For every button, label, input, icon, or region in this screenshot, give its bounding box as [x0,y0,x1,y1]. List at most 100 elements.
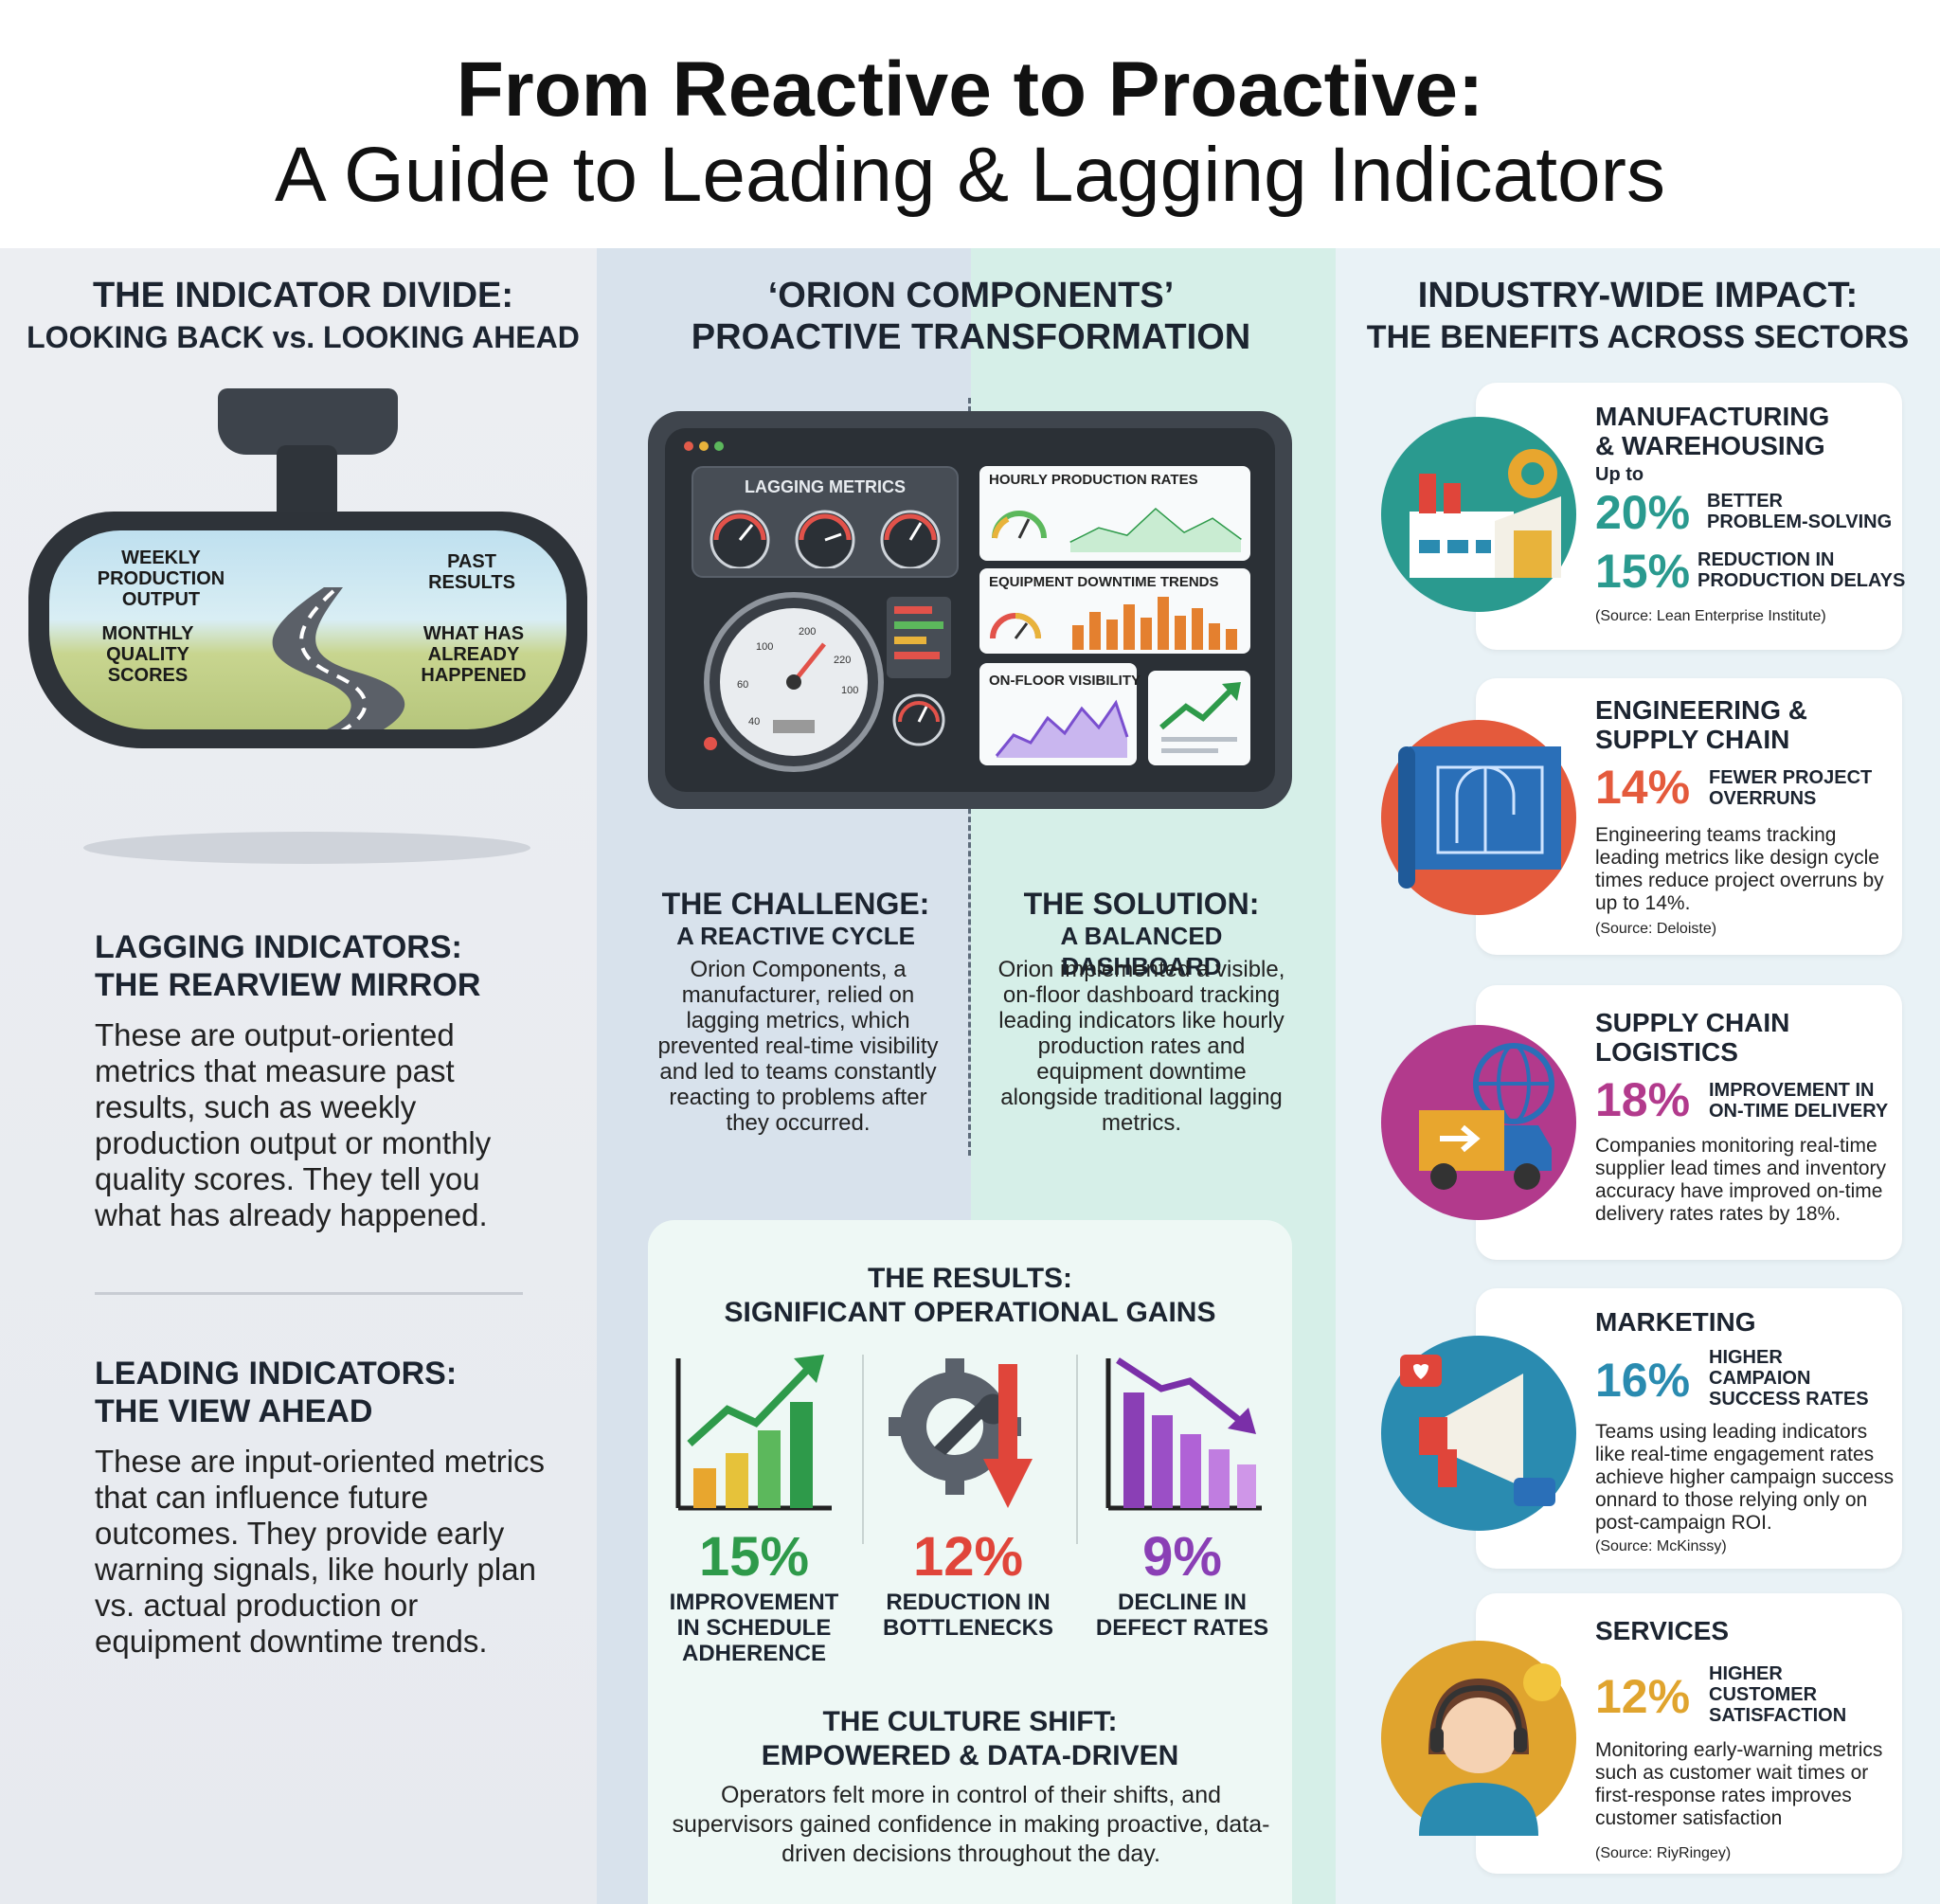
rearview-mirror-illustration: WEEKLY PRODUCTION OUTPUT PAST RESULTS MO… [28,388,587,786]
card1-pct1: 20% [1595,486,1691,539]
blueprint-icon [1381,720,1576,915]
card3-title: SUPPLY CHAIN LOGISTICS [1595,1008,1790,1067]
trend-up-arrow-icon [1159,682,1241,753]
gear-wrench-icon [889,1358,1033,1508]
mirror-label-monthly: MONTHLY QUALITY SCORES [101,623,194,686]
card4-body: Teams using leading indicators like real… [1595,1421,1895,1534]
results-separator-1 [862,1355,864,1544]
hourly-production-chart-icon [992,508,1242,552]
mirror-mount-icon [218,388,398,455]
card2-pct1: 14% [1595,761,1691,814]
left-heading: THE INDICATOR DIVIDE: LOOKING BACK vs. L… [19,275,587,358]
card1-upto: Up to [1595,464,1644,485]
solution-text: Orion implemented a visible, on-floor da… [997,957,1285,1136]
solution-heading: THE SOLUTION: A BALANCED DASHBOARD [985,887,1298,981]
card5-title: SERVICES [1595,1616,1730,1645]
culture-heading-line2: EMPOWERED & DATA-DRIVEN [761,1740,1179,1771]
card4-pct1: 16% [1595,1354,1691,1407]
svg-text:100: 100 [756,641,773,653]
svg-text:40: 40 [748,716,760,727]
mirror-glass-icon [49,530,566,729]
card5-body: Monitoring early-warning metrics such as… [1595,1739,1883,1829]
svg-text:100: 100 [841,685,858,696]
result-pct-3: 9% [1142,1526,1222,1588]
card3-body: Companies monitoring real-time supplier … [1595,1135,1887,1225]
leading-text: These are input-oriented metrics that ca… [95,1444,546,1659]
svg-text:200: 200 [799,626,816,638]
page-subtitle: A Guide to Leading & Lagging Indicators [275,132,1665,218]
right-heading-line2: THE BENEFITS ACROSS SECTORS [1366,319,1910,355]
middle-heading: ‘ORION COMPONENTS’ PROACTIVE TRANSFORMAT… [625,275,1317,358]
svg-text:220: 220 [834,655,851,666]
solution-heading-line1: THE SOLUTION: [1023,887,1260,921]
card1-title: MANUFACTURING & WAREHOUSING [1595,402,1830,460]
card1-pct2-label: REDUCTION IN PRODUCTION DELAYS [1698,549,1906,591]
result-pct-1: 15% [698,1526,810,1588]
challenge-heading-line1: THE CHALLENGE: [661,887,930,921]
support-agent-icon [1381,1641,1576,1836]
lagging-text: These are output-oriented metrics that m… [95,1017,492,1232]
middle-heading-line2: PROACTIVE TRANSFORMATION [691,317,1251,357]
leading-heading: LEADING INDICATORS: THE VIEW AHEAD [95,1355,457,1430]
lagging-heading-line2: THE REARVIEW MIRROR [95,967,481,1003]
leading-heading-line1: LEADING INDICATORS: [95,1356,458,1392]
card4-title: MARKETING [1595,1307,1756,1337]
window-dot-green-icon [714,441,724,451]
window-dot-red-icon [684,441,693,451]
card3-pct1-label: IMPROVEMENT IN ON-TIME DELIVERY [1709,1080,1889,1122]
card2-title: ENGINEERING & SUPPLY CHAIN [1595,695,1808,754]
results-card [648,1220,1292,1904]
result-pct-2: 12% [912,1526,1024,1588]
result-label-2: REDUCTION IN BOTTLENECKS [883,1590,1053,1641]
left-heading-line1: THE INDICATOR DIVIDE: [92,276,514,315]
card2-body: Engineering teams tracking leading metri… [1595,824,1884,914]
card5-pct1-label: HIGHER CUSTOMER SATISFACTION [1709,1663,1847,1726]
lagging-gauges-icon [710,510,941,568]
card1-pct1-label: BETTER PROBLEM-SOLVING [1707,491,1893,532]
result-label-1: IMPROVEMENT IN SCHEDULE ADHERENCE [669,1590,839,1666]
card1-source: (Source: Lean Enterprise Institute) [1595,608,1826,624]
card5-source: (Source: RiyRingey) [1595,1845,1732,1861]
factory-icon [1381,417,1576,612]
card3-pct1: 18% [1595,1073,1691,1126]
growth-chart-icon [675,1355,832,1511]
megaphone-icon [1381,1336,1576,1531]
mirror-label-weekly: WEEKLY PRODUCTION OUTPUT [97,548,225,610]
mirror-neck-icon [277,445,337,521]
decline-chart-icon [1105,1357,1262,1511]
lagging-metrics-title: LAGGING METRICS [745,477,906,496]
left-separator [95,1292,523,1295]
on-floor-chart-icon [995,699,1129,758]
lagging-heading-line1: LAGGING INDICATORS: [95,929,462,965]
result-label-3: DECLINE IN DEFECT RATES [1095,1590,1269,1641]
right-heading-line1: INDUSTRY-WIDE IMPACT: [1417,276,1859,315]
on-floor-title: ON-FLOOR VISIBILITY [989,673,1141,689]
solution-heading-line2: A BALANCED DASHBOARD [1060,922,1223,980]
culture-text: Operators felt more in control of their … [672,1782,1270,1867]
card1-pct2: 15% [1595,545,1691,598]
challenge-heading: THE CHALLENGE: A REACTIVE CYCLE [654,887,938,951]
card2-pct1-label: FEWER PROJECT OVERRUNS [1709,767,1873,809]
challenge-text: Orion Components, a manufacturer, relied… [657,957,939,1136]
results-separator-2 [1076,1355,1078,1544]
results-heading-line2: SIGNIFICANT OPERATIONAL GAINS [724,1297,1216,1328]
speedometer-icon: 100 200 220 60 100 40 [704,592,951,772]
delivery-truck-icon [1381,1025,1576,1220]
page-title: From Reactive to Proactive: [456,46,1484,133]
culture-heading-line1: THE CULTURE SHIFT: [822,1706,1118,1737]
lagging-heading: LAGGING INDICATORS: THE REARVIEW MIRROR [95,928,480,1004]
card4-pct1-label: HIGHER CAMPAION SUCCESS RATES [1709,1347,1869,1410]
window-dot-yellow-icon [699,441,709,451]
downtime-chart-icon [990,597,1237,650]
middle-heading-line1: ‘ORION COMPONENTS’ [767,276,1175,315]
card4-source: (Source: McKinssy) [1595,1538,1727,1554]
mirror-shadow [83,832,530,864]
svg-text:60: 60 [737,679,748,691]
card2-source: (Source: Deloiste) [1595,921,1717,937]
road-icon [272,587,405,729]
hourly-production-title: HOURLY PRODUCTION RATES [989,472,1198,488]
culture-heading: THE CULTURE SHIFT: EMPOWERED & DATA-DRIV… [648,1705,1292,1773]
card5-pct1: 12% [1595,1670,1691,1723]
challenge-heading-line2: A REACTIVE CYCLE [676,922,915,950]
left-heading-line2: LOOKING BACK vs. LOOKING AHEAD [27,320,580,354]
